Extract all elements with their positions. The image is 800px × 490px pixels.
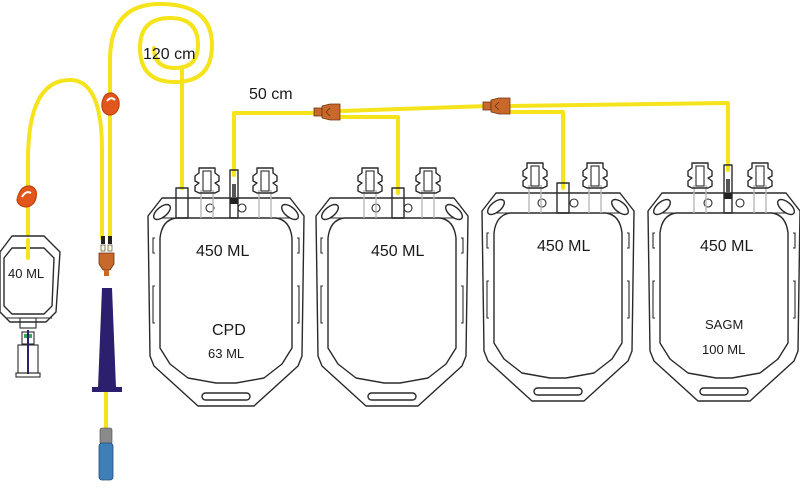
bag-port [175,187,189,219]
transfer-line-main [338,104,490,113]
bag-additive-solution: SAGM [705,317,744,332]
tubing [26,2,730,430]
port-clamp[interactable] [747,162,773,189]
clamp-sample-line[interactable] [16,185,37,208]
port-clamp[interactable] [252,167,278,194]
bag-valve-port [723,164,733,214]
transfer-line-to-bag2 [338,115,400,195]
blood-bag-primary [147,167,305,407]
bag-primary-solution: CPD [212,322,246,339]
bag-port [391,187,405,219]
bag-additive-capacity: 450 ML [700,238,754,255]
sample-pouch [0,235,61,378]
y-connector-2 [482,97,511,115]
bag-transfer-2-capacity: 450 ML [537,238,591,255]
needle-hub-cap [99,427,113,445]
port-clamp[interactable] [687,162,713,189]
sample-pouch-volume-label: 40 ML [8,266,45,281]
port-clamp[interactable] [415,167,441,194]
transfer-line-tube [232,111,320,177]
transfer-line-length-label: 50 cm [249,86,293,103]
needle-hub [98,442,114,481]
donor-line-length-label: 120 cm [143,46,196,63]
port-clamp[interactable] [522,162,548,189]
bag-additive-solution-volume: 100 ML [702,342,746,357]
clamp-donor-line[interactable] [101,92,120,116]
transfer-line-to-bag3 [508,101,730,172]
port-clamp[interactable] [194,167,220,194]
blood-bag-additive [647,162,800,402]
bag-valve-port [229,169,239,219]
port-clamp[interactable] [357,167,383,194]
bag-port [556,182,570,214]
sample-pouch-tube [26,78,104,247]
blood-bag-transfer-1 [315,167,469,407]
bags [147,162,800,407]
transfer-line-to-bag4 [508,110,565,190]
blood-bag-transfer-2 [481,162,635,402]
port-clamp[interactable] [582,162,608,189]
bag-transfer-1-capacity: 450 ML [371,243,425,260]
donor-line-tube [108,2,214,240]
y-connector-1 [313,103,341,121]
bag-primary-capacity: 450 ML [196,243,250,260]
needle-cover [98,288,116,388]
needle-assembly [92,236,122,481]
bag-primary-solution-volume: 63 ML [208,346,245,361]
